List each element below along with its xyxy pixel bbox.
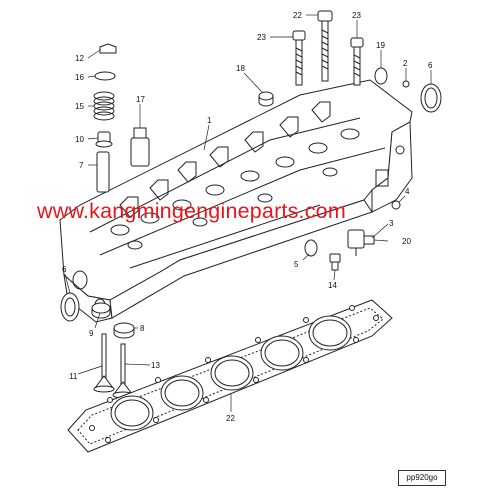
spring-retainer [94,71,116,81]
callout-18: 18 [236,64,245,73]
head-stud-right [350,37,364,86]
reference-code-box: pp920go [398,470,446,486]
callout-22-gasket: 22 [226,414,235,423]
valve-stem-seal [95,131,113,148]
intake-valve [93,333,115,393]
head-bolt-long [317,10,333,82]
fitting [329,253,341,271]
callout-13: 13 [151,361,160,370]
callout-1: 1 [207,116,212,125]
callout-2: 2 [403,59,408,68]
callout-4: 4 [405,187,410,196]
callout-9: 9 [89,329,94,338]
callout-22-top: 22 [293,11,302,20]
drain-fitting [391,200,401,210]
callout-23-right: 23 [352,11,361,20]
callout-8: 8 [140,324,145,333]
expansion-plug-right [420,83,442,113]
callout-15: 15 [75,102,84,111]
callout-6-left: 6 [62,265,67,274]
callout-16: 16 [75,73,84,82]
pipe-plug [402,80,410,88]
callout-6-right: 6 [428,61,433,70]
callout-20: 20 [402,237,411,246]
valve-seat-insert-intake [91,302,111,319]
callout-5: 5 [294,260,299,269]
loose-parts [60,10,442,399]
injector-sleeve [130,127,150,167]
head-stud-left [292,30,306,86]
expansion-plug-small [374,67,388,85]
callout-7: 7 [79,161,84,170]
head-gasket [67,299,393,453]
callout-17: 17 [136,95,145,104]
temperature-sensor [347,229,375,256]
callout-23-left: 23 [257,33,266,42]
callout-labels: 22 23 23 19 2 6 12 16 15 10 7 17 18 1 4 … [62,11,433,423]
valve-collets [99,43,117,54]
leader-lines [64,14,432,412]
callout-3: 3 [389,219,394,228]
callout-11: 11 [69,372,78,381]
valve-seat-insert-exhaust [113,322,135,339]
o-ring [304,239,318,257]
callout-12: 12 [75,54,84,63]
expansion-plug-left [60,292,80,322]
callout-14: 14 [328,281,337,290]
cup-plug [258,91,274,107]
reference-code: pp920go [406,473,438,482]
watermark-url: www.kangmingengineparts.com [36,199,346,223]
callout-19: 19 [376,41,385,50]
exhaust-valve [112,343,134,399]
valve-spring [93,91,115,121]
cylinder-head [59,79,413,323]
callout-10: 10 [75,135,84,144]
valve-guide [96,151,110,193]
